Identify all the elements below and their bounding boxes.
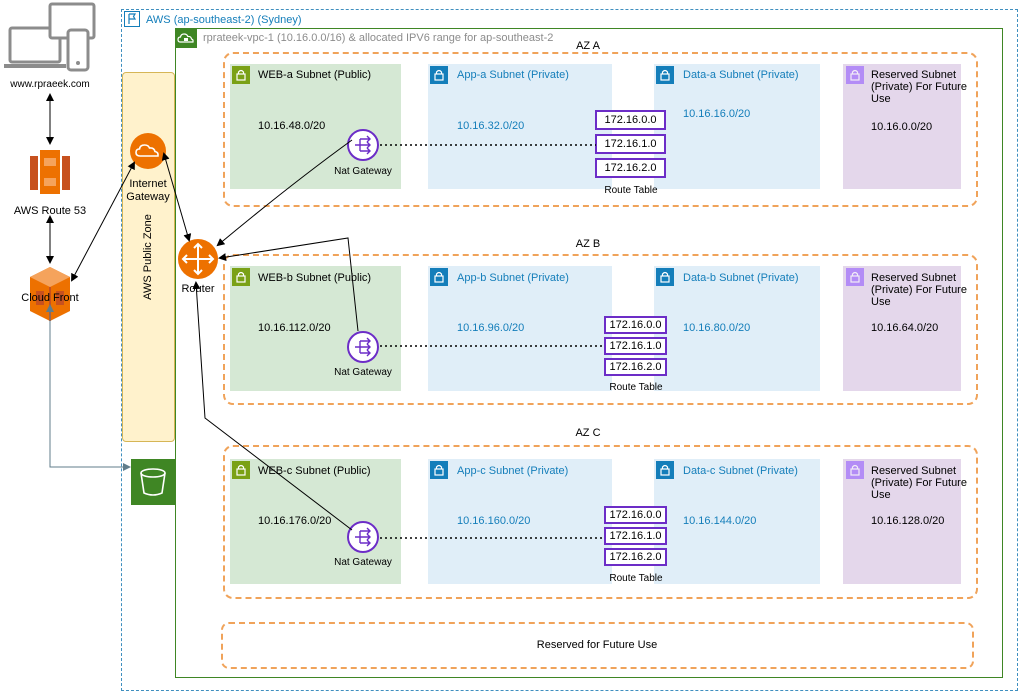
az-c-app-cidr: 10.16.160.0/20 <box>457 515 531 527</box>
reserved-future-use-box <box>221 622 974 669</box>
az-c-app-subnet <box>428 459 612 584</box>
az-c-web-subnet-name: WEB-c Subnet (Public) <box>258 465 371 477</box>
az-b-nat-label: Nat Gateway <box>334 367 392 378</box>
az-c-nat-gateway-icon <box>346 520 380 559</box>
az-a-route-table-entry-3: 172.16.2.0 <box>595 158 666 178</box>
vpc-cloud-icon <box>175 28 197 48</box>
az-a-data-lock-icon <box>656 66 674 84</box>
az-c-reserved-cidr: 10.16.128.0/20 <box>871 515 945 527</box>
az-c-label: AZ C <box>575 427 601 439</box>
az-a-container <box>223 52 978 207</box>
az-c-app-subnet-name: App-c Subnet (Private) <box>457 465 569 477</box>
region-title: AWS (ap-southeast-2) (Sydney) <box>146 14 302 26</box>
az-b-data-cidr: 10.16.80.0/20 <box>683 322 751 334</box>
vpc-container <box>175 28 1003 678</box>
az-a-app-cidr: 10.16.32.0/20 <box>457 120 525 132</box>
vpc-title: rprateek-vpc-1 (10.16.0.0/16) & allocate… <box>203 32 554 44</box>
az-b-web-lock-icon <box>232 268 250 286</box>
az-a-reserved-cidr: 10.16.0.0/20 <box>871 121 933 133</box>
az-b-reserved-lock-icon <box>846 268 864 286</box>
az-c-route-table-entry-2: 172.16.1.0 <box>604 527 667 545</box>
az-b-data-lock-icon <box>656 268 674 286</box>
internet-gateway-label: Internet Gateway <box>126 178 169 204</box>
az-b-web-subnet-name: WEB-b Subnet (Public) <box>258 272 372 284</box>
nat-b-router-link <box>218 237 359 332</box>
az-b-data-subnet <box>654 266 820 391</box>
nat-c-router-link <box>192 281 353 531</box>
az-b-app-subnet-name: App-b Subnet (Private) <box>457 272 569 284</box>
az-c-nat-label: Nat Gateway <box>334 557 392 568</box>
route53-label: AWS Route 53 <box>13 205 87 217</box>
az-c-web-cidr: 10.16.176.0/20 <box>258 515 332 527</box>
cloudfront-s3-link <box>46 304 131 471</box>
az-b-route-table-entry-2: 172.16.1.0 <box>604 337 667 355</box>
nat-a-router-link <box>216 139 353 247</box>
az-a-nat-gateway-icon <box>346 128 380 167</box>
az-b-web-cidr: 10.16.112.0/20 <box>258 322 331 334</box>
az-c-data-cidr: 10.16.144.0/20 <box>683 515 757 527</box>
az-b-container <box>223 254 978 405</box>
client-label: www.rpraeek.com <box>10 79 90 90</box>
az-b-reserved-subnet <box>843 266 961 391</box>
az-a-route-table-entry-1: 172.16.0.0 <box>595 110 666 130</box>
az-a-reserved-subnet <box>843 64 961 189</box>
az-c-reserved-lock-icon <box>846 461 864 479</box>
cloudfront-igw-link <box>71 161 135 282</box>
az-a-label: AZ A <box>576 40 600 52</box>
cloudfront-label: Cloud Front <box>21 292 79 304</box>
az-b-route-table-entry-1: 172.16.0.0 <box>604 316 667 334</box>
az-a-web-cidr: 10.16.48.0/20 <box>258 120 326 132</box>
az-c-web-subnet <box>230 459 401 584</box>
az-b-app-subnet <box>428 266 612 391</box>
az-c-web-lock-icon <box>232 461 250 479</box>
igw-router-link <box>161 152 192 242</box>
az-a-app-lock-icon <box>430 66 448 84</box>
az-a-reserved-lock-icon <box>846 66 864 84</box>
az-a-data-subnet-name: Data-a Subnet (Private) <box>683 69 799 81</box>
az-c-data-subnet <box>654 459 820 584</box>
az-b-reserved-subnet-name: Reserved Subnet (Private) For Future Use <box>871 272 967 308</box>
client-devices-icon <box>2 2 102 79</box>
az-a-web-lock-icon <box>232 66 250 84</box>
az-a-route-table-entry-2: 172.16.1.0 <box>595 134 666 154</box>
az-b-route-table-entry-3: 172.16.2.0 <box>604 358 667 376</box>
az-b-app-lock-icon <box>430 268 448 286</box>
az-c-route-table-entry-3: 172.16.2.0 <box>604 548 667 566</box>
az-c-app-lock-icon <box>430 461 448 479</box>
az-b-data-subnet-name: Data-b Subnet (Private) <box>683 272 799 284</box>
az-a-route-table-label: Route Table <box>604 185 658 196</box>
az-a-data-subnet <box>654 64 820 189</box>
az-b-web-subnet <box>230 266 401 391</box>
az-b-route-table-label: Route Table <box>609 382 663 393</box>
region-flag-icon <box>124 11 140 27</box>
az-b-label: AZ B <box>575 238 601 250</box>
az-a-web-subnet-name: WEB-a Subnet (Public) <box>258 69 372 81</box>
az-c-container <box>223 445 978 599</box>
az-c-route-table-entry-1: 172.16.0.0 <box>604 506 667 524</box>
az-a-nat-label: Nat Gateway <box>334 166 392 177</box>
route53-icon <box>28 144 72 205</box>
az-a-app-subnet-name: App-a Subnet (Private) <box>457 69 569 81</box>
az-b-reserved-cidr: 10.16.64.0/20 <box>871 322 939 334</box>
az-b-app-cidr: 10.16.96.0/20 <box>457 322 525 334</box>
internet-gateway-icon <box>129 132 167 175</box>
az-c-reserved-subnet <box>843 459 961 584</box>
az-a-data-cidr: 10.16.16.0/20 <box>683 108 751 120</box>
az-a-reserved-subnet-name: Reserved Subnet (Private) For Future Use <box>871 69 967 105</box>
reserved-future-use-label: Reserved for Future Use <box>536 639 658 651</box>
router-icon <box>177 238 219 285</box>
az-a-web-subnet <box>230 64 401 189</box>
az-c-data-lock-icon <box>656 461 674 479</box>
az-c-data-subnet-name: Data-c Subnet (Private) <box>683 465 798 477</box>
igw-label-line1: Internet <box>129 178 167 190</box>
az-c-reserved-subnet-name: Reserved Subnet (Private) For Future Use <box>871 465 967 501</box>
az-a-app-subnet <box>428 64 612 189</box>
igw-label-line2: Gateway <box>126 191 170 203</box>
s3-bucket-icon <box>131 459 175 510</box>
az-c-route-table-label: Route Table <box>609 573 663 584</box>
az-b-nat-gateway-icon <box>346 330 380 369</box>
